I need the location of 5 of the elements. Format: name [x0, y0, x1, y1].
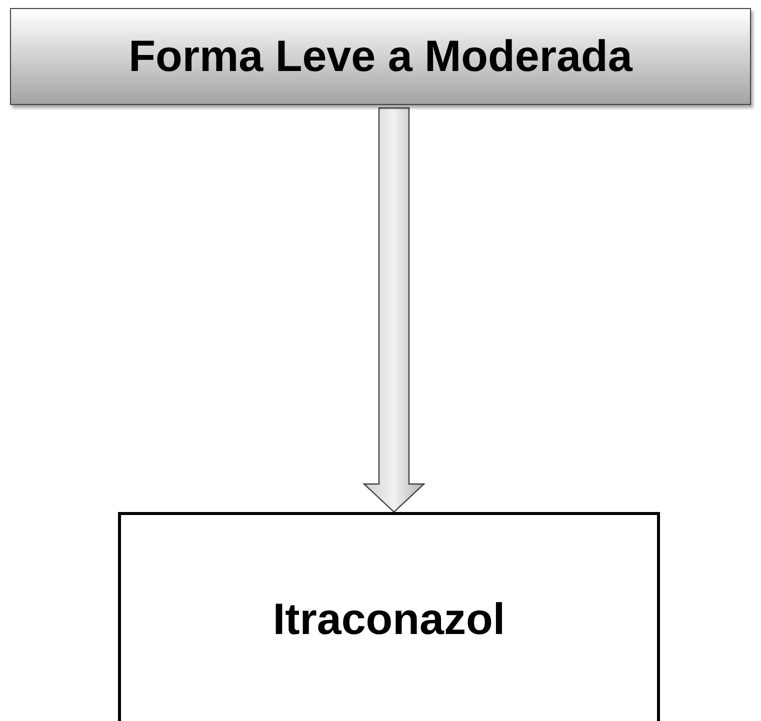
node-label: Forma Leve a Moderada	[128, 32, 632, 82]
title-banner	[10, 8, 751, 105]
block-arrow	[362, 107, 426, 513]
node-label: Itraconazol	[272, 595, 506, 645]
process-box	[118, 512, 660, 721]
